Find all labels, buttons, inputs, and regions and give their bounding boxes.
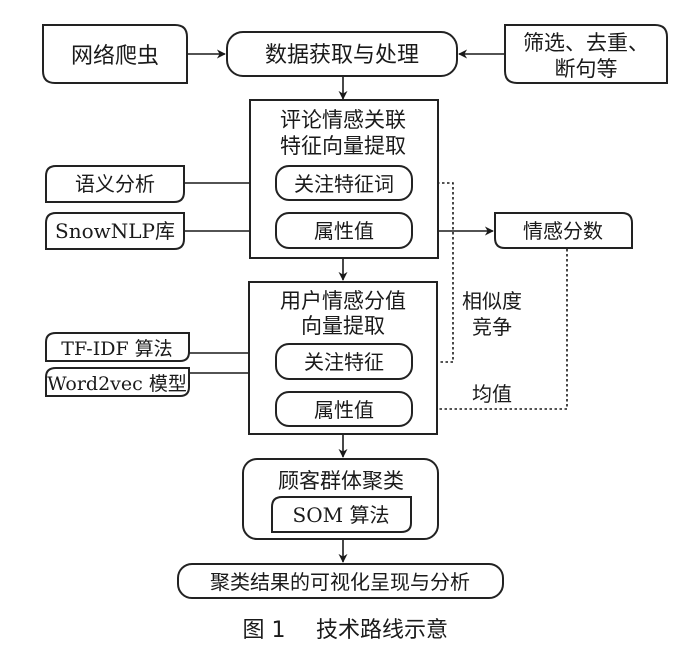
node-word2vec-label: Word2vec 模型: [47, 373, 187, 395]
node-som: SOM 算法: [271, 496, 412, 533]
caption-figure-number: 图 1: [243, 618, 286, 643]
node-comment-vector-label-line2: 特征向量提取: [280, 134, 406, 158]
node-som-label: SOM 算法: [293, 503, 390, 527]
node-focus-word-label: 关注特征词: [294, 172, 394, 196]
edge-emotion-score-to-attr2: [413, 249, 568, 414]
edge-label-mean: 均值: [472, 382, 512, 406]
node-semantic: 语义分析: [45, 165, 185, 203]
node-focus-feature: 关注特征: [275, 343, 413, 380]
node-comment-vector-label-line1: 评论情感关联: [280, 108, 406, 132]
node-user-vector-label-line2: 向量提取: [301, 314, 385, 338]
node-filter: 筛选、去重、 断句等: [504, 24, 668, 84]
node-word2vec: Word2vec 模型: [45, 367, 190, 397]
node-filter-label-line1: 筛选、去重、: [523, 31, 649, 55]
node-attr-value-1-label: 属性值: [314, 219, 374, 243]
node-snownlp: SnowNLP库: [45, 212, 185, 250]
node-focus-word: 关注特征词: [275, 165, 413, 201]
node-tfidf: TF-IDF 算法: [45, 332, 190, 362]
node-crawler: 网络爬虫: [42, 24, 188, 84]
node-semantic-label: 语义分析: [75, 172, 155, 196]
edge-label-similarity-line2: 竞争: [472, 315, 512, 339]
node-emotion-score-label: 情感分数: [523, 219, 603, 243]
caption-title: 技术路线示意: [316, 618, 448, 643]
node-result-label: 聚类结果的可视化呈现与分析: [210, 570, 470, 594]
node-cluster-label: 顾客群体聚类: [278, 469, 404, 493]
node-attr-value-1: 属性值: [275, 212, 413, 249]
edge-label-similarity-line1: 相似度: [462, 289, 522, 313]
node-user-vector-label-line1: 用户情感分值: [280, 289, 406, 313]
node-attr-value-2-label: 属性值: [314, 398, 374, 422]
node-filter-label-line2: 断句等: [555, 57, 618, 81]
node-crawler-label: 网络爬虫: [71, 44, 159, 69]
node-focus-feature-label: 关注特征: [304, 350, 384, 374]
node-snownlp-label: SnowNLP库: [55, 219, 175, 243]
node-data-acquire: 数据获取与处理: [226, 31, 458, 77]
node-result: 聚类结果的可视化呈现与分析: [177, 563, 504, 599]
node-tfidf-label: TF-IDF 算法: [61, 338, 172, 360]
node-data-acquire-label: 数据获取与处理: [265, 43, 419, 68]
node-attr-value-2: 属性值: [275, 391, 413, 427]
node-emotion-score: 情感分数: [494, 212, 633, 249]
